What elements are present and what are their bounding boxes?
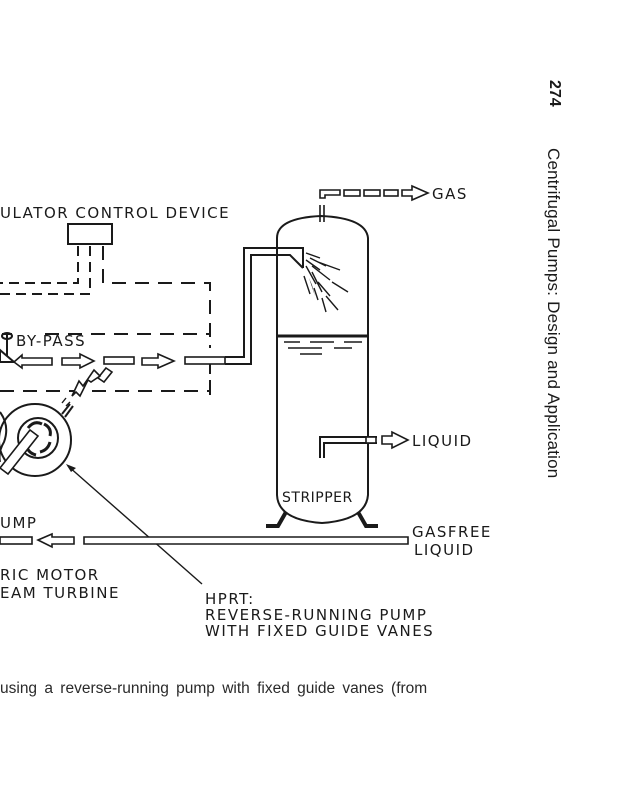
hprt-label-line3: WITH FIXED GUIDE VANES <box>205 622 434 640</box>
flow-arrow-right-icon <box>61 352 96 370</box>
hprt-label-line2: REVERSE-RUNNING PUMP <box>205 606 427 624</box>
liquid-outlet <box>319 430 410 458</box>
gas-label: GAS <box>432 185 468 203</box>
motor-label-line2: EAM TURBINE <box>0 584 120 602</box>
liquid-arrow-icon <box>381 430 410 450</box>
flow-arrow-right-icon <box>141 352 176 370</box>
control-device-label: ULATOR CONTROL DEVICE <box>0 204 230 222</box>
stripper-label: STRIPPER <box>282 490 353 506</box>
pipe-segment <box>184 356 226 365</box>
gas-outlet <box>319 184 430 222</box>
page-number: 274 <box>546 80 563 107</box>
pipe-segment <box>103 356 135 365</box>
figure-caption: using a reverse-running pump with fixed … <box>0 680 428 697</box>
hprt-label-line1: HPRT: <box>205 590 255 608</box>
stripper-feed-pipe <box>225 247 304 365</box>
control-signal-lines <box>0 246 211 345</box>
gas-arrow-icon <box>401 184 430 202</box>
bypass-valve-icon <box>0 332 17 363</box>
stripper-vessel <box>266 214 378 528</box>
pump-label: UMP <box>0 514 37 532</box>
flow-arrow-left-icon <box>12 353 53 370</box>
flow-arrow-left-icon <box>36 532 75 549</box>
gasfree-label-line1: GASFREE <box>412 523 492 541</box>
hprt-pump-icon <box>0 403 72 477</box>
bypass-flow <box>12 352 226 370</box>
pump-discharge-line <box>61 366 114 418</box>
motor-label-line1: RIC MOTOR <box>0 566 100 584</box>
liquid-out-label: LIQUID <box>412 432 473 450</box>
control-device-box <box>67 223 113 245</box>
hprt-leader-line <box>67 465 203 585</box>
leader-arrowhead-icon <box>66 464 76 472</box>
bypass-label: BY-PASS <box>16 332 86 350</box>
gasfree-return-line <box>0 532 409 549</box>
gasfree-label-line2: LIQUID <box>414 541 475 559</box>
running-head: Centrifugal Pumps: Design and Applicatio… <box>544 148 563 479</box>
